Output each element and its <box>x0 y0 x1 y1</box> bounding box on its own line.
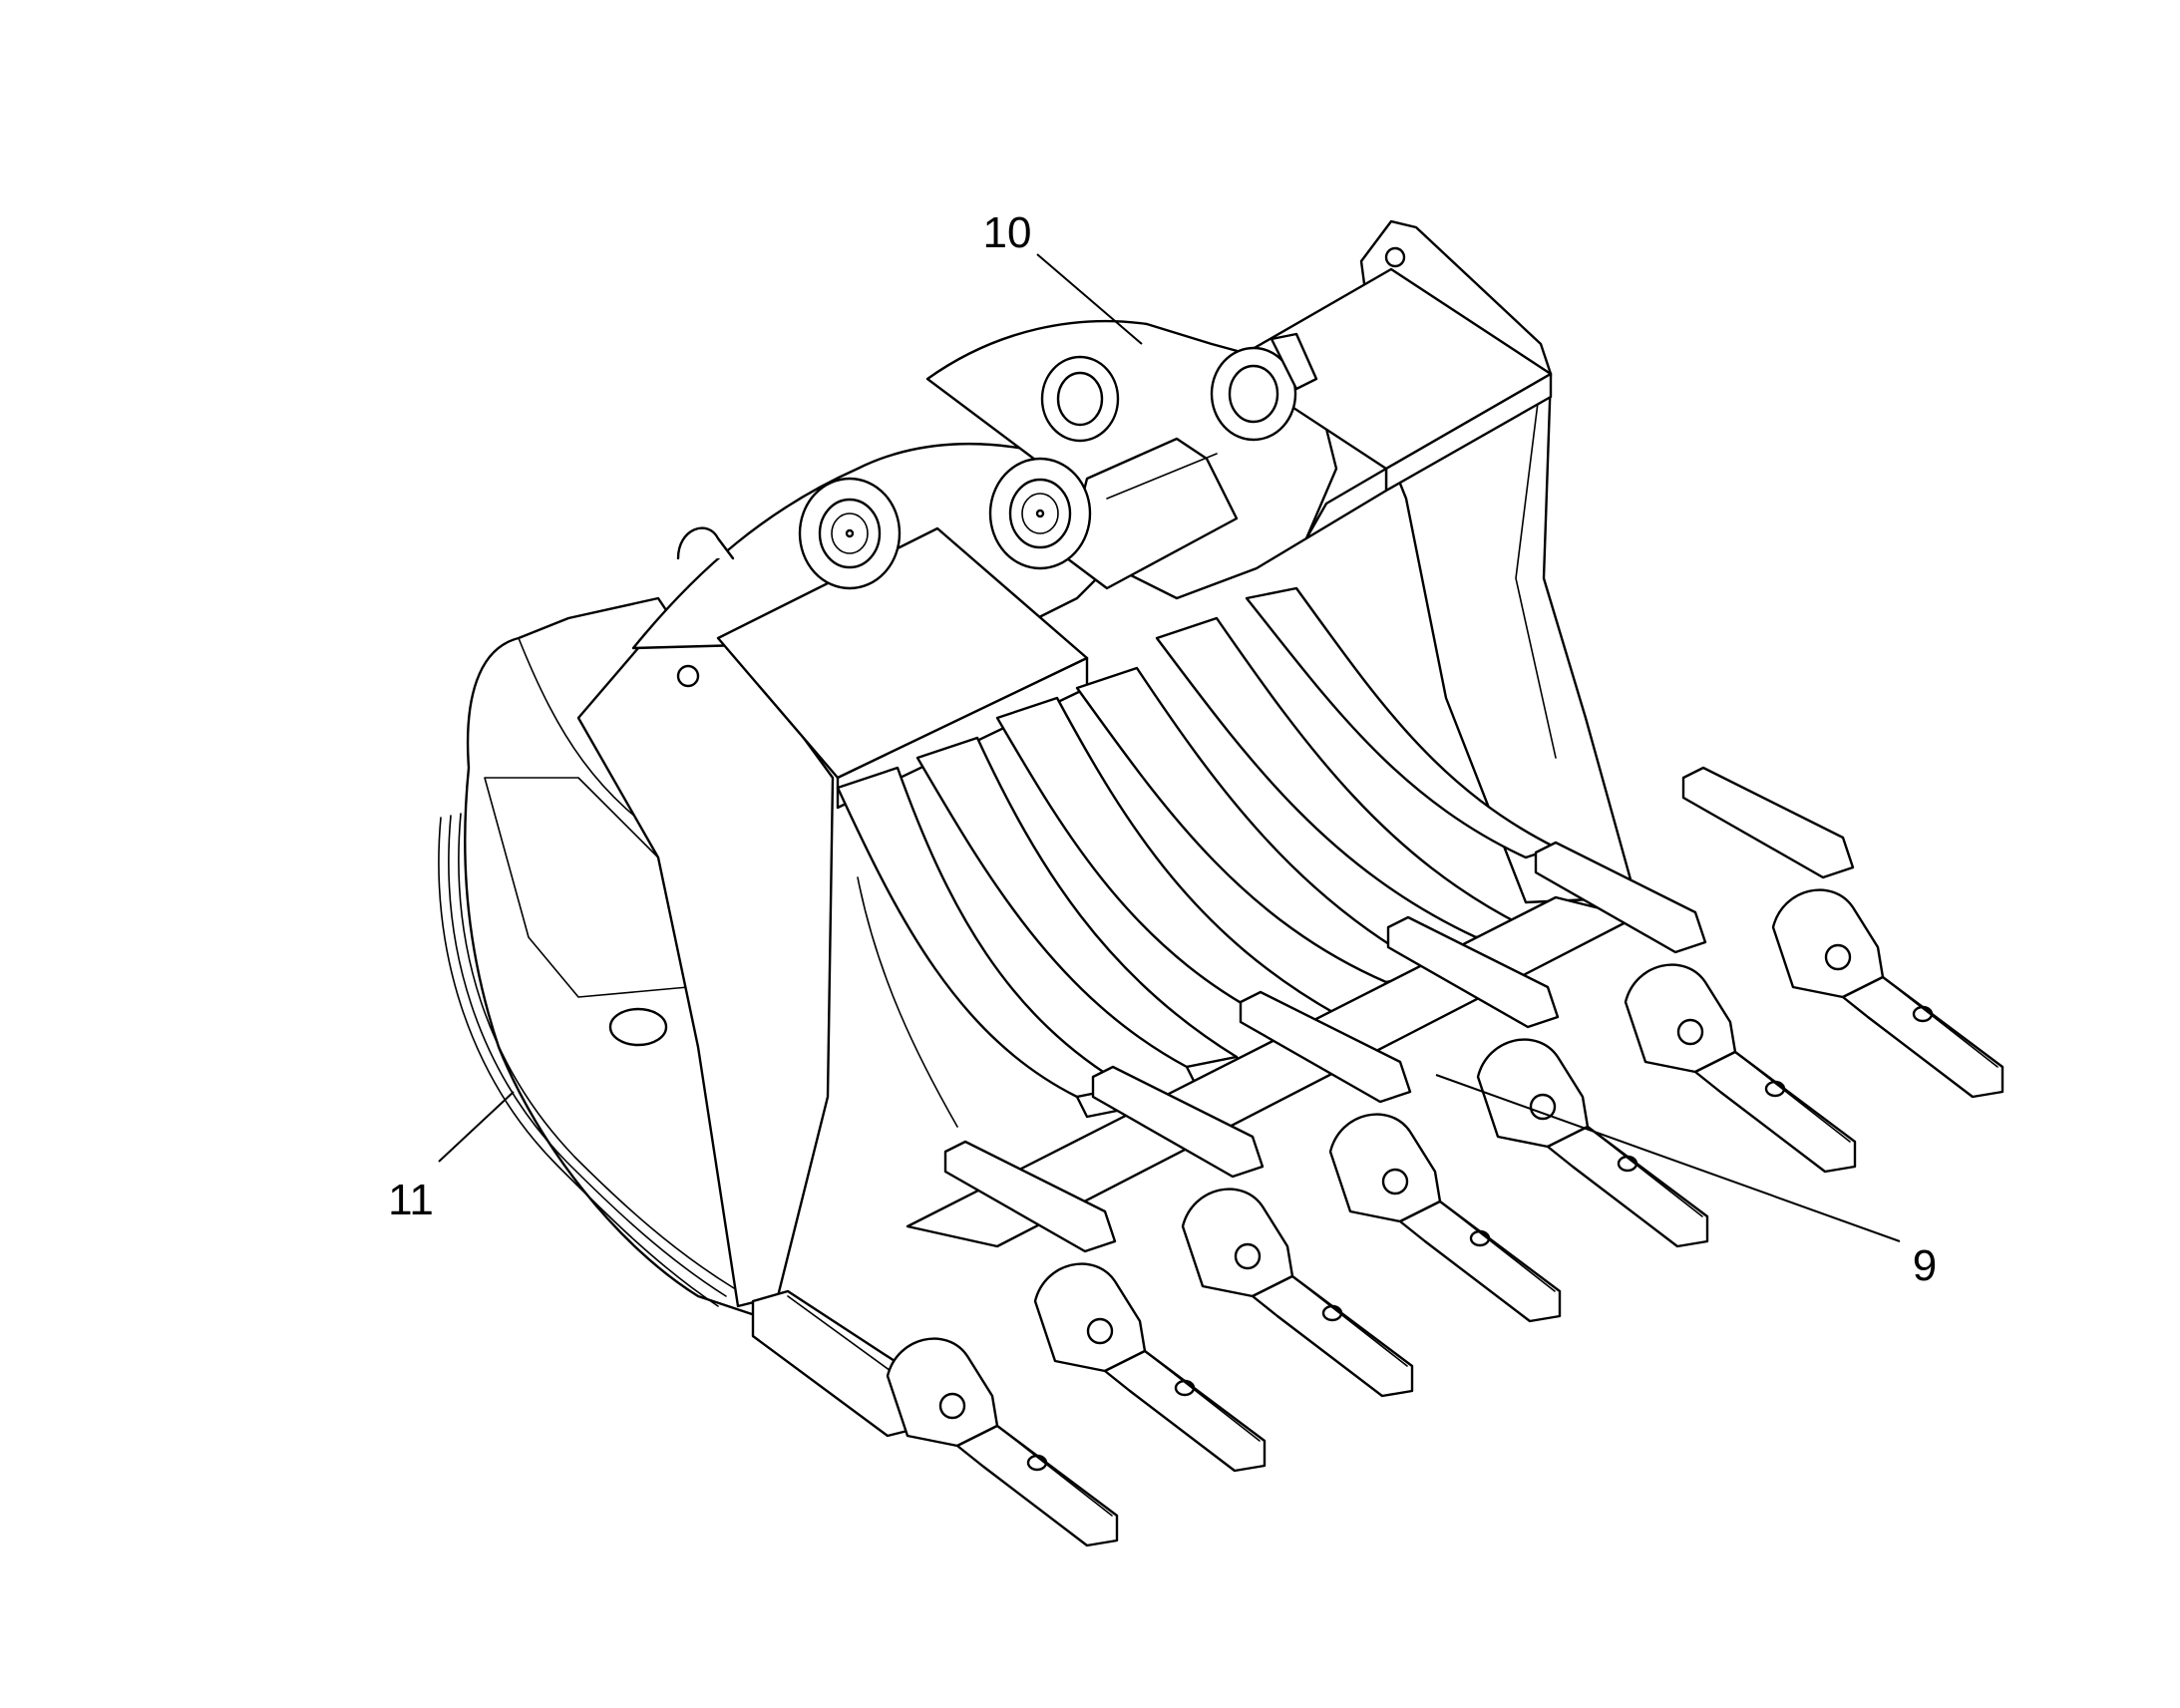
tooth-3 <box>1091 1065 1414 1398</box>
top-rear-beam <box>1225 267 1553 540</box>
callout-9: 9 <box>1913 1241 1937 1290</box>
tooth-2 <box>943 1140 1267 1473</box>
callout-10: 10 <box>983 208 1032 257</box>
tooth-1 <box>886 1337 1119 1547</box>
callout-11: 11 <box>388 1176 434 1224</box>
side-plate-hole <box>608 1007 668 1047</box>
bucket-teeth <box>886 766 2004 1547</box>
tooth-7 <box>1681 766 2004 1099</box>
tooth-4 <box>1239 990 1562 1323</box>
leader-line-9 <box>1435 1074 1901 1242</box>
leader-line-10 <box>1036 253 1143 345</box>
leader-line-11 <box>438 1091 515 1163</box>
leader-lines <box>438 253 1901 1242</box>
tooth-6 <box>1534 841 1857 1174</box>
hitch-pins <box>798 332 1318 590</box>
